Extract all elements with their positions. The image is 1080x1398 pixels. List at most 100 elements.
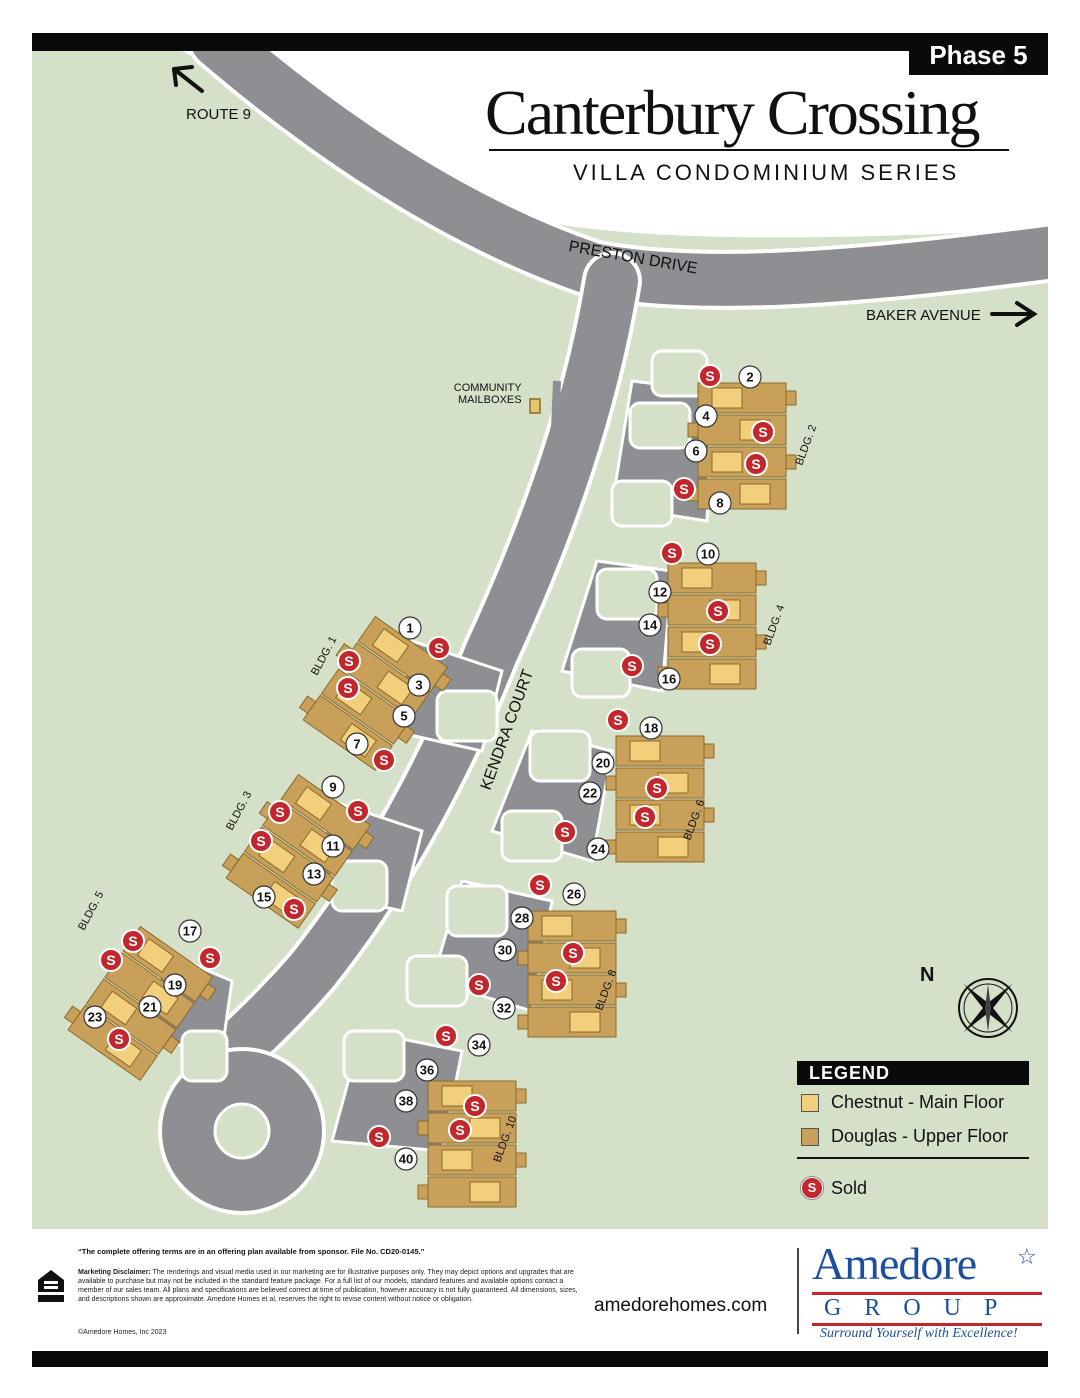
svg-text:S: S [705,368,714,384]
sold-badge-icon: S [434,1024,458,1048]
sold-badge-icon: S [620,654,644,678]
unit-4-marker[interactable]: 4 [694,404,718,428]
svg-text:S: S [652,780,661,796]
svg-text:S: S [455,1122,464,1138]
patio [755,570,767,586]
sold-badge-icon: S [528,873,552,897]
svg-text:S: S [205,950,214,966]
svg-text:S: S [343,680,352,696]
svg-text:S: S [470,1098,479,1114]
unit-number: 11 [326,839,340,854]
unit-1-marker[interactable]: 1 [398,616,422,640]
copyright: ©Amedore Homes, Inc 2023 [78,1329,167,1336]
unit-19-marker[interactable]: 19 [163,973,187,997]
chestnut-unit [739,483,771,505]
chestnut-unit [469,1117,501,1139]
sold-badge-icon: S [99,948,123,972]
unit-3-marker[interactable]: 3 [407,673,431,697]
svg-text:S: S [289,901,298,917]
patio [434,672,452,692]
unit-number: 6 [692,444,699,459]
svg-text:S: S [441,1028,450,1044]
unit-5-marker[interactable]: 5 [392,704,416,728]
unit-7-marker[interactable]: 7 [345,732,369,756]
patio [515,1088,527,1104]
unit-12-marker[interactable]: 12 [648,580,672,604]
svg-text:S: S [535,877,544,893]
mailbox-path [546,380,561,492]
chestnut-unit [709,663,741,685]
patio [298,695,317,714]
building-1-footprint [298,615,452,771]
unit-32-marker[interactable]: 32 [492,996,516,1020]
sold-badge-icon: S [561,941,585,965]
footer-divider [797,1248,799,1334]
unit-15-marker[interactable]: 15 [252,885,276,909]
website-link[interactable]: amedorehomes.com [594,1295,768,1316]
patio [615,918,627,934]
unit-40-marker[interactable]: 40 [394,1147,418,1171]
unit-18-marker[interactable]: 18 [639,716,663,740]
sold-badge-icon: S [249,829,273,853]
unit-number: 7 [353,737,360,752]
unit-34-marker[interactable]: 34 [467,1033,491,1057]
unit-14-marker[interactable]: 14 [638,613,662,637]
unit-21-marker[interactable]: 21 [138,995,162,1019]
unit-38-marker[interactable]: 38 [394,1089,418,1113]
brand-red-rule [812,1292,1042,1295]
sold-badge-icon: S [467,973,491,997]
unit-6-marker[interactable]: 6 [684,439,708,463]
patio [703,743,715,759]
chestnut-unit [569,1011,601,1033]
unit-26-marker[interactable]: 26 [562,882,586,906]
mailboxes-label-line-1: COMMUNITY [453,382,522,394]
sold-badge-icon: S [372,748,396,772]
unit-8-marker[interactable]: 8 [708,491,732,515]
svg-text:S: S [353,803,362,819]
svg-text:S: S [751,456,760,472]
legend-chestnut-label: Chestnut - Main Floor [831,1092,1005,1112]
svg-text:S: S [640,809,649,825]
unit-number: 36 [420,1063,434,1078]
legend-divider [797,1157,1029,1159]
route-9-arrow [172,65,204,93]
unit-23-marker[interactable]: 23 [83,1005,107,1029]
unit-number: 3 [415,678,422,693]
sold-badge-icon: S [553,820,577,844]
unit-16-marker[interactable]: 16 [657,667,681,691]
unit-number: 4 [702,409,710,424]
unit-2-marker[interactable]: 2 [738,365,762,389]
building-2-footprint [687,382,797,510]
unit-13-marker[interactable]: 13 [302,862,326,886]
sold-badge-icon: S [633,805,657,829]
legend-douglas-label: Douglas - Upper Floor [831,1126,1009,1146]
sold-badge-icon: S [751,420,775,444]
unit-number: 13 [307,867,321,882]
unit-9-marker[interactable]: 9 [321,775,345,799]
unit-22-marker[interactable]: 22 [578,781,602,805]
unit-36-marker[interactable]: 36 [415,1058,439,1082]
unit-24-marker[interactable]: 24 [586,837,610,861]
unit-10-marker[interactable]: 10 [696,542,720,566]
svg-text:S: S [613,712,622,728]
unit-number: 21 [143,1000,157,1015]
unit-30-marker[interactable]: 30 [493,938,517,962]
patio [605,775,617,791]
svg-text:S: S [667,545,676,561]
top-bar [32,33,1048,51]
unit-11-marker[interactable]: 11 [321,834,345,858]
sold-badge-icon: S [672,477,696,501]
unit-number: 38 [399,1094,413,1109]
unit-17-marker[interactable]: 17 [178,919,202,943]
unit-28-marker[interactable]: 28 [510,906,534,930]
sold-badge-icon: S [706,599,730,623]
svg-text:S: S [256,833,265,849]
equal-housing-icon [38,1270,64,1302]
chestnut-unit [657,836,689,858]
svg-text:S: S [679,481,688,497]
cul-de-sac-island [213,1102,271,1160]
brand-tagline: Surround Yourself with Excellence! [820,1326,1018,1341]
unit-20-marker[interactable]: 20 [591,751,615,775]
sold-badge-icon: S [336,676,360,700]
sold-badge-icon: S [107,1027,131,1051]
